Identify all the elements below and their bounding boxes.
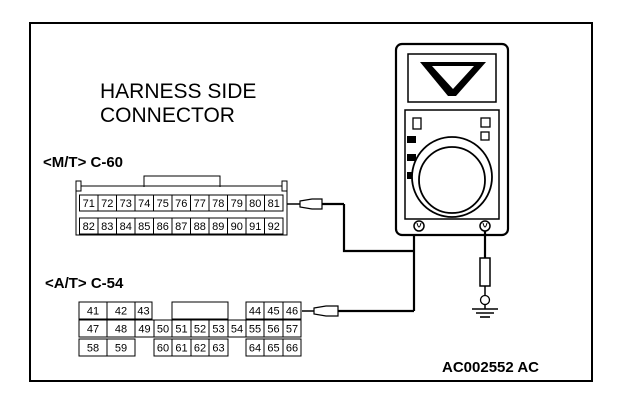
terminal-number: 52	[194, 324, 206, 336]
terminal-number: 87	[175, 221, 187, 233]
terminal-number: 50	[157, 324, 169, 336]
terminal-number: 56	[267, 324, 279, 336]
c60-left-latch	[75, 180, 82, 192]
terminal-number: 81	[268, 198, 280, 210]
terminal-number: 57	[286, 324, 298, 336]
at-connector-label: <A/T> C-54	[45, 275, 124, 292]
terminal-number: 84	[120, 221, 132, 233]
terminal-number: 90	[231, 221, 243, 233]
terminal-number: 76	[175, 198, 187, 210]
outer-frame	[29, 22, 593, 382]
terminal-number: 62	[194, 343, 206, 355]
terminal-number: 54	[231, 324, 243, 336]
terminal-number: 49	[138, 324, 150, 336]
hold-button-icon	[480, 117, 491, 128]
mode-button-icon	[412, 117, 422, 130]
terminal-number: 64	[249, 343, 261, 355]
terminal-number: 72	[101, 198, 113, 210]
terminal-cell	[264, 194, 284, 212]
terminal-cell	[134, 301, 153, 320]
terminal-cell	[282, 319, 302, 338]
terminal-number: 77	[194, 198, 206, 210]
c60-terminal-grid: 71 72 73 74 75 76 77 78 79 80 81 82 83 84 85 86 87 88 89 90…	[79, 194, 284, 235]
ground-lead	[472, 231, 498, 318]
terminal-number: 43	[137, 306, 149, 318]
terminal-cell	[282, 301, 302, 320]
com-jack-icon	[413, 220, 425, 232]
terminal-number: 47	[87, 324, 99, 336]
c60-key-tab	[143, 175, 221, 187]
terminal-number: 78	[212, 198, 224, 210]
multimeter	[394, 42, 510, 237]
mt-connector-label: <M/T> C-60	[43, 154, 123, 171]
terminal-number: 66	[286, 343, 298, 355]
c54-key-block	[171, 301, 229, 320]
terminal-cell	[264, 217, 284, 235]
terminal-number: 60	[157, 343, 169, 355]
heading-line-2: CONNECTOR	[100, 104, 235, 127]
terminal-number: 65	[267, 343, 279, 355]
terminal-number: 80	[249, 198, 261, 210]
connector-c54: 41 42 43 44 45 46 47 48 49 50 51 52 53 54 55 56 57 58 59 60…	[78, 301, 302, 357]
volt-jack-icon	[479, 220, 491, 232]
c60-housing	[75, 185, 288, 236]
terminal-number: 82	[83, 221, 95, 233]
c60-right-latch	[281, 180, 288, 192]
probe-c60	[287, 198, 344, 210]
terminal-number: 86	[157, 221, 169, 233]
figure-id: AC002552 AC	[442, 359, 539, 376]
terminal-number: 88	[194, 221, 206, 233]
connector-c60: 71 72 73 74 75 76 77 78 79 80 81 82 83 84 85 86 87 88 89 90…	[75, 175, 288, 236]
terminal-number: 61	[175, 343, 187, 355]
terminal-number: 92	[268, 221, 280, 233]
terminal-cell	[282, 338, 302, 357]
ground-symbol-icon	[472, 308, 498, 318]
terminal-number: 79	[231, 198, 243, 210]
terminal-number: 73	[120, 198, 132, 210]
lead-wire-c60	[342, 204, 414, 253]
terminal-number: 71	[83, 198, 95, 210]
range-button-icon	[480, 131, 490, 141]
lead-wire-common	[412, 226, 419, 311]
terminal-cell	[106, 338, 136, 357]
selector-dial-inner	[418, 146, 486, 214]
terminal-number: 44	[249, 306, 261, 318]
terminal-number: 45	[267, 306, 279, 318]
terminal-number: 48	[115, 324, 127, 336]
terminal-number: 89	[212, 221, 224, 233]
terminal-number: 58	[87, 343, 99, 355]
terminal-number: 85	[138, 221, 150, 233]
heading-line-1: HARNESS SIDE	[100, 80, 256, 103]
terminal-number: 41	[87, 306, 99, 318]
terminal-number: 83	[101, 221, 113, 233]
terminal-number: 74	[138, 198, 150, 210]
terminal-number: 55	[249, 324, 261, 336]
terminal-number: 51	[175, 324, 187, 336]
terminal-number: 42	[115, 306, 127, 318]
terminal-number: 46	[286, 306, 298, 318]
terminal-number: 75	[157, 198, 169, 210]
terminal-number: 53	[212, 324, 224, 336]
c54-terminal-grid: 41 42 43 44 45 46 47 48 49 50 51 52 53 54 55 56 57 58 59 60…	[78, 301, 302, 357]
probe-c54	[302, 305, 414, 317]
terminal-number: 63	[212, 343, 224, 355]
terminal-number: 59	[115, 343, 127, 355]
terminal-cell	[208, 338, 229, 357]
terminal-number: 91	[249, 221, 261, 233]
